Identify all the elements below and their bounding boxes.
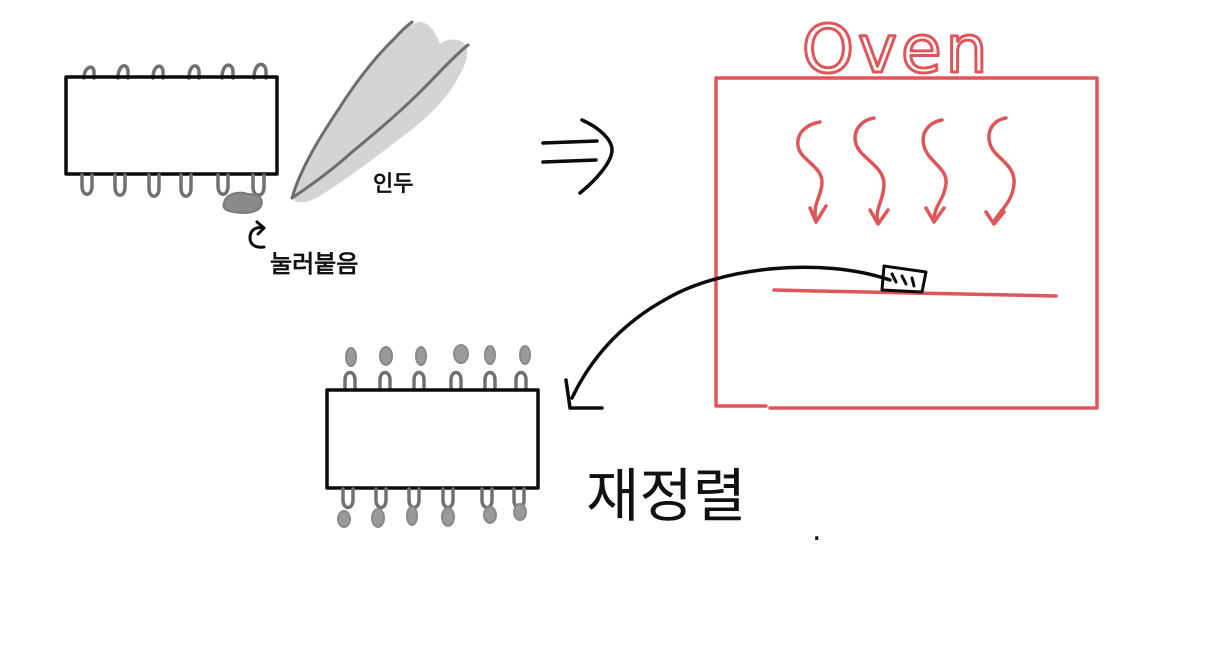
- chip-in-oven: [880, 264, 928, 294]
- soldering-iron-body: [292, 22, 468, 203]
- reflow-label-dot: .: [812, 513, 822, 548]
- ic-after-bottom-solder: [337, 503, 527, 528]
- ic-after-top-pins: [343, 370, 528, 392]
- melted-solder-blob: [222, 191, 263, 214]
- reflow-label: 재정렬: [586, 462, 746, 530]
- ic-after-body: [325, 388, 540, 490]
- soldering-iron: [290, 20, 470, 203]
- ic-body: [64, 75, 279, 176]
- double-arrow-right-icon: [541, 118, 614, 195]
- heat-wave-icon: [796, 116, 1016, 226]
- ic-after-bottom-pins: [341, 487, 526, 510]
- ic-chip-after: [325, 344, 540, 528]
- ic-chip-before: [64, 62, 279, 214]
- curved-arrow-icon: [564, 265, 892, 410]
- oven-box: [714, 76, 1099, 410]
- soldering-iron-outline: [290, 20, 470, 200]
- iron-label: 인두: [373, 172, 413, 197]
- ic-after-top-solder: [345, 344, 531, 367]
- ic-top-pins: [82, 62, 268, 80]
- melted-pointer-arrow: [248, 220, 266, 249]
- oven-label: Oven: [802, 11, 991, 88]
- oven-shelf: [772, 288, 1058, 298]
- melted-label: 눌러붙음: [270, 250, 358, 278]
